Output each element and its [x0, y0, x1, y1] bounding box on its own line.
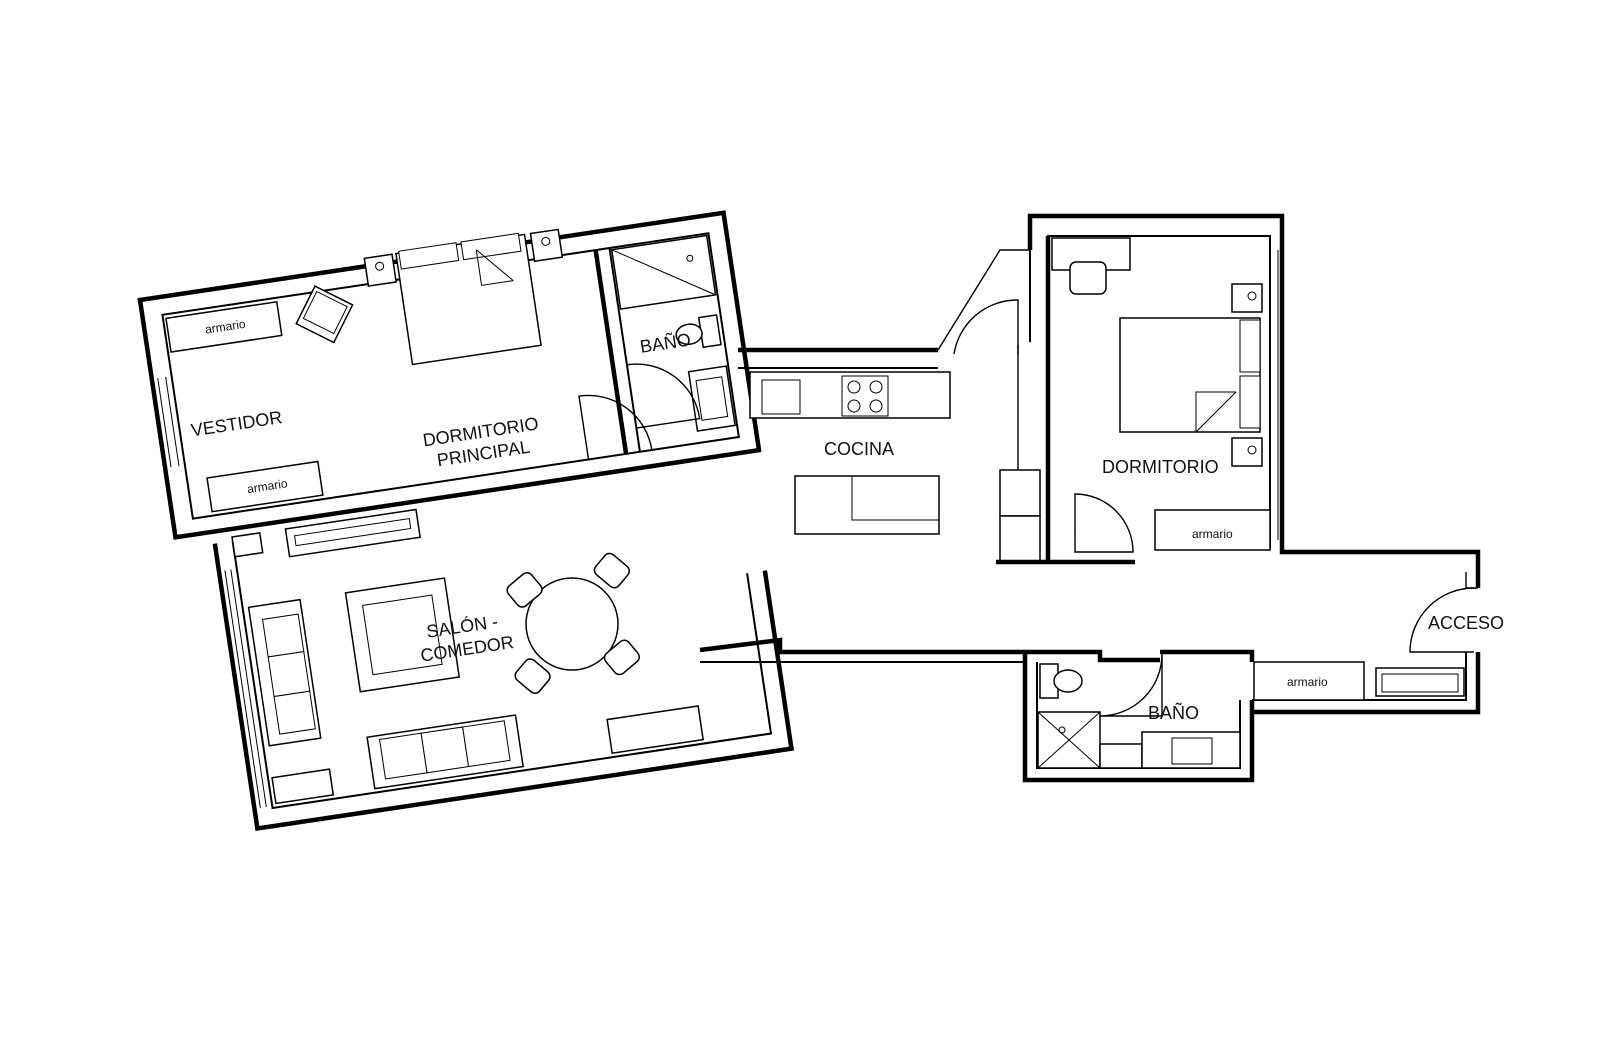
- hall-bottom-wall: [1252, 652, 1481, 715]
- shower-bath2: [1037, 711, 1101, 769]
- bath2-outline: [1022, 652, 1255, 783]
- column: [231, 532, 264, 558]
- dining-chair: [514, 658, 551, 695]
- toilet-bath2: [1039, 663, 1083, 699]
- second-bath: [1022, 652, 1255, 783]
- storage-unit: [999, 469, 1041, 517]
- central-area: [699, 249, 1030, 663]
- dining-table: [525, 577, 619, 671]
- left-wing: armario armario: [137, 210, 795, 832]
- label-bano-principal: BAÑO: [638, 329, 692, 357]
- closet-label: armario: [204, 317, 247, 337]
- door-swing-bath-master: [626, 363, 701, 429]
- bed: [1119, 317, 1261, 433]
- door-swing-bedroom: [1074, 493, 1134, 553]
- sofa-bottom: [366, 714, 525, 790]
- closet-hall: armario: [1253, 661, 1365, 701]
- bath-partition-inner: [608, 247, 641, 452]
- sink-bath2: [1141, 731, 1241, 769]
- cooktop: [841, 375, 889, 417]
- closet-label: armario: [1287, 675, 1328, 689]
- sofa-left: [247, 598, 322, 747]
- tv-unit: [284, 508, 421, 558]
- label-cocina: COCINA: [824, 439, 894, 459]
- armchair: [295, 285, 354, 344]
- door-swing-kitchen: [953, 299, 1019, 355]
- closet-vestidor-bottom: armario: [206, 460, 324, 513]
- door-swing-master: [578, 394, 653, 460]
- door-swing-entrance: [1409, 587, 1475, 653]
- dining-set: [506, 552, 641, 695]
- nightstand-top: [1231, 283, 1263, 313]
- shower-master: [610, 234, 717, 310]
- window-vestidor: [157, 378, 172, 468]
- door-swing-bath2: [1099, 653, 1163, 717]
- closet-label: armario: [1192, 527, 1233, 541]
- nightstand-left: [363, 253, 397, 287]
- label-bano-2: BAÑO: [1148, 702, 1199, 723]
- living-inner-wall: [231, 540, 773, 810]
- kitchen-island: [794, 475, 940, 535]
- side-table: [271, 768, 335, 805]
- label-acceso: ACCESO: [1428, 613, 1504, 633]
- label-dormitorio: DORMITORIO: [1102, 457, 1219, 477]
- coffee-table: [344, 577, 461, 693]
- entry-diagonal: [937, 249, 1030, 351]
- kitchen-counter: [749, 371, 951, 419]
- corridor-bottom-wall: [699, 637, 1025, 655]
- right-bedroom: armario: [996, 213, 1481, 588]
- label-vestidor: VESTIDOR: [190, 407, 284, 440]
- bedroom-outer-wall: [1027, 213, 1481, 588]
- entrance-hall: armario: [1025, 572, 1481, 715]
- closet-bedroom: armario: [1154, 509, 1271, 551]
- sink-master: [687, 365, 736, 432]
- master-bed: [395, 232, 542, 366]
- nightstand-right: [529, 228, 564, 263]
- dining-chair: [603, 639, 641, 676]
- nightstand-bottom: [1231, 437, 1263, 467]
- living-outline: [212, 543, 795, 832]
- storage-unit: [999, 515, 1041, 563]
- dining-chair: [506, 571, 543, 608]
- toilet-master: [675, 314, 722, 349]
- closet-label: armario: [246, 476, 289, 496]
- bath2-niche: [1099, 743, 1143, 769]
- desk-chair: [1069, 261, 1107, 295]
- closet-vestidor-top: armario: [165, 300, 283, 353]
- sideboard: [606, 705, 705, 755]
- kitchen-sink: [761, 379, 801, 415]
- window-living: [224, 570, 261, 808]
- bath-partition: [593, 249, 629, 455]
- dining-chair: [593, 552, 631, 589]
